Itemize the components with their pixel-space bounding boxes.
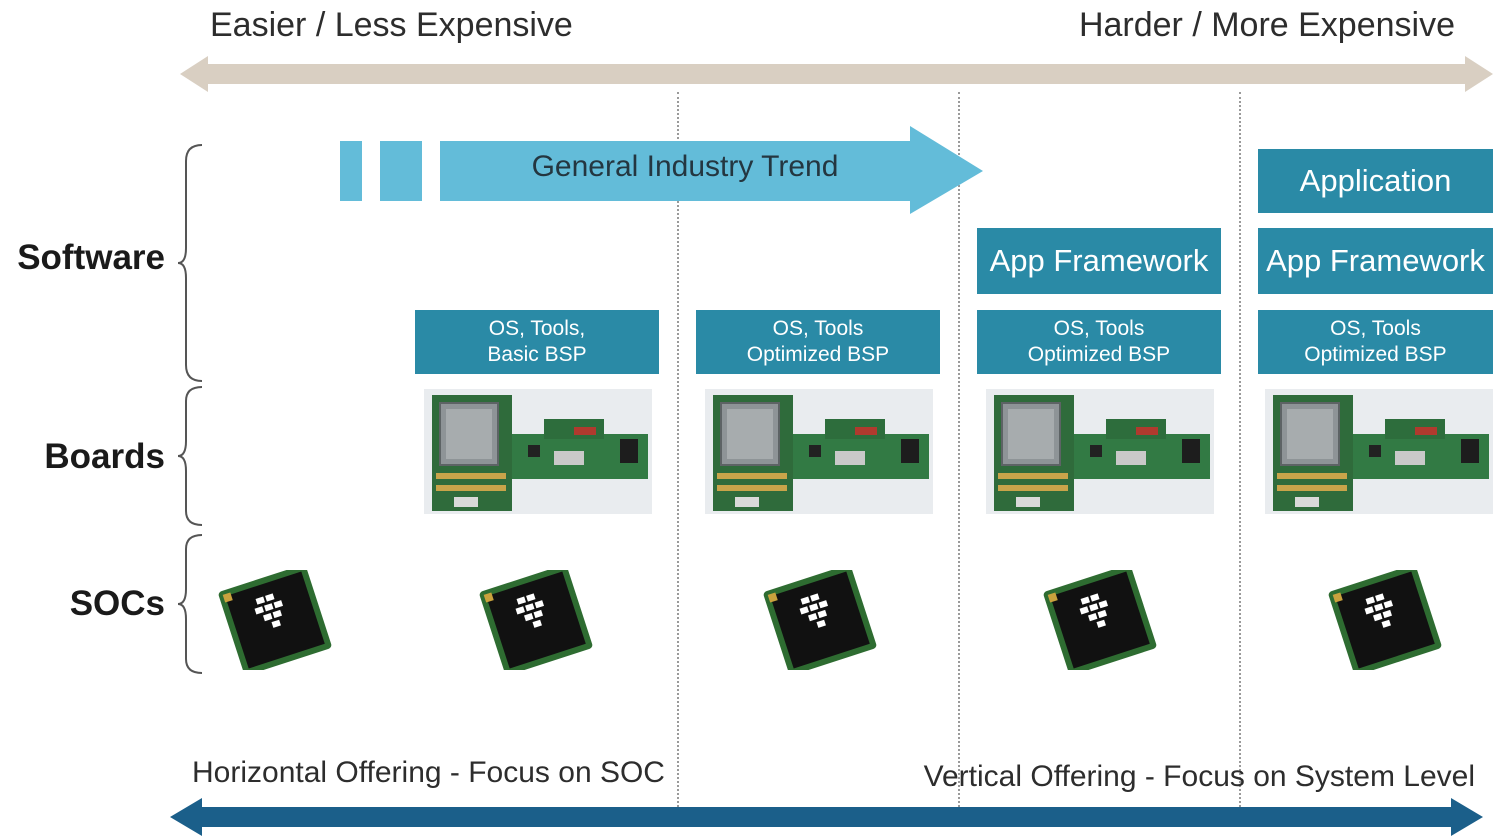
chip-icon	[478, 563, 594, 677]
chip-icon	[762, 563, 878, 677]
row-label-software: Software	[17, 238, 165, 277]
soc-chip	[215, 563, 335, 677]
board-image	[705, 389, 933, 514]
chip-icon	[217, 563, 333, 677]
software-box-optimized-bsp: OS, Tools Optimized BSP	[977, 310, 1221, 374]
board-image	[424, 389, 652, 514]
board-image	[986, 389, 1214, 514]
industry-trend-label: General Industry Trend	[531, 150, 839, 183]
brace-socs	[177, 534, 203, 674]
harder-label: Harder / More Expensive	[1078, 6, 1455, 44]
industry-trend-arrow	[340, 126, 983, 214]
soc-chip	[1325, 563, 1445, 677]
software-box-optimized-bsp: OS, Tools Optimized BSP	[696, 310, 940, 374]
soc-chip	[1040, 563, 1160, 677]
box-line: OS, Tools	[1053, 317, 1145, 340]
row-label-socs: SOCs	[69, 584, 165, 623]
software-box-optimized-bsp: OS, Tools Optimized BSP	[1258, 310, 1493, 374]
software-box-basic-bsp: OS, Tools, Basic BSP	[415, 310, 659, 374]
vertical-offering-label: Vertical Offering - Focus on System Leve…	[923, 760, 1475, 793]
brace-boards	[177, 386, 203, 526]
easier-label: Easier / Less Expensive	[210, 6, 573, 44]
box-line: Basic BSP	[487, 343, 587, 366]
horizontal-offering-label: Horizontal Offering - Focus on SOC	[192, 756, 665, 789]
column-divider	[677, 92, 679, 807]
software-box-app-framework: App Framework	[977, 228, 1221, 294]
column-divider	[958, 92, 960, 807]
brace-software	[177, 144, 203, 382]
chip-icon	[1327, 563, 1443, 677]
offering-arrow	[170, 798, 1483, 836]
box-line: Optimized BSP	[1304, 343, 1447, 366]
software-box-application: Application	[1258, 149, 1493, 213]
box-line: OS, Tools	[772, 317, 864, 340]
board-image	[1265, 389, 1493, 514]
row-label-boards: Boards	[44, 437, 165, 476]
box-line: Optimized BSP	[1027, 343, 1171, 366]
software-box-app-framework: App Framework	[1258, 228, 1493, 294]
box-line: OS, Tools	[1330, 317, 1421, 340]
chip-icon	[1042, 563, 1158, 677]
cost-arrow	[180, 56, 1493, 92]
column-divider	[1239, 92, 1241, 807]
soc-chip	[760, 563, 880, 677]
box-line: OS, Tools,	[488, 317, 586, 340]
soc-chip	[476, 563, 596, 677]
box-line: Optimized BSP	[746, 343, 890, 366]
